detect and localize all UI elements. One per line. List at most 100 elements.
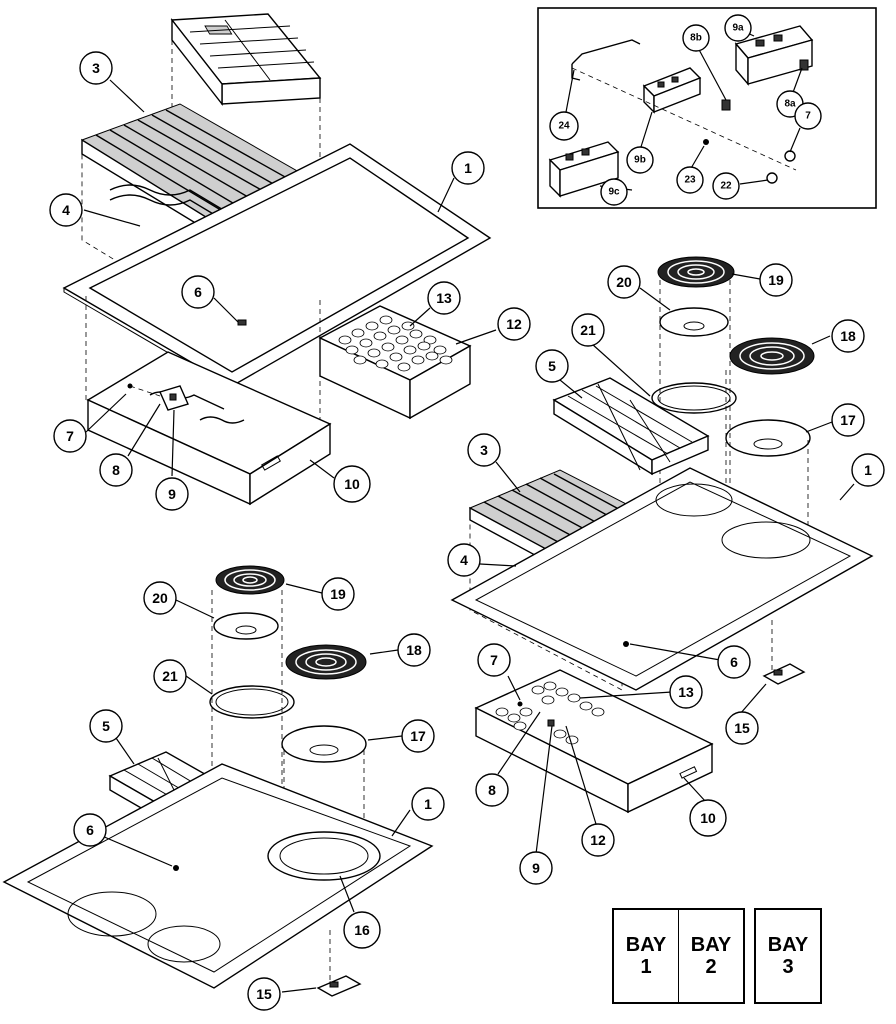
callout-r-4: 4 bbox=[447, 543, 481, 577]
svg-text:12: 12 bbox=[590, 832, 606, 848]
callout-r-15: 15 bbox=[725, 711, 759, 745]
callout-bl-5: 5 bbox=[89, 709, 123, 743]
trim-ring-21-left bbox=[209, 685, 295, 719]
drip-bowl-17-left bbox=[281, 725, 367, 763]
leader-lines bbox=[83, 27, 855, 993]
connector-15-right bbox=[762, 663, 806, 685]
svg-text:20: 20 bbox=[152, 590, 168, 606]
part-23 bbox=[703, 139, 709, 145]
bracket-24 bbox=[571, 39, 641, 65]
svg-text:9b: 9b bbox=[634, 155, 646, 166]
svg-text:20: 20 bbox=[616, 274, 632, 290]
callout-r-12: 12 bbox=[581, 823, 615, 857]
callout-tl-6: 6 bbox=[181, 275, 215, 309]
switch-block-9a bbox=[734, 25, 814, 86]
callout-inset-9c: 9c bbox=[600, 178, 628, 206]
coil-element-19-left bbox=[215, 565, 285, 595]
callout-tl-3: 3 bbox=[79, 51, 113, 85]
rock-tray bbox=[318, 305, 472, 420]
svg-text:1: 1 bbox=[464, 160, 472, 176]
callout-r-13: 13 bbox=[669, 675, 703, 709]
callout-bl-21: 21 bbox=[153, 659, 187, 693]
svg-text:8a: 8a bbox=[784, 99, 796, 110]
part-9-right bbox=[547, 719, 555, 727]
assembly-right bbox=[450, 256, 874, 814]
svg-text:8: 8 bbox=[488, 782, 496, 798]
callout-bl-18: 18 bbox=[397, 633, 431, 667]
svg-text:1: 1 bbox=[424, 796, 432, 812]
bay-3-label: BAY bbox=[767, 934, 809, 956]
svg-text:21: 21 bbox=[162, 668, 178, 684]
assembly-bottom-left bbox=[2, 565, 434, 997]
svg-text:9: 9 bbox=[532, 860, 540, 876]
part-7-right bbox=[517, 701, 523, 707]
vent-grille-5-right bbox=[552, 377, 710, 476]
svg-text:9c: 9c bbox=[608, 187, 620, 198]
svg-text:18: 18 bbox=[840, 328, 856, 344]
burner-opening-16 bbox=[267, 831, 381, 881]
svg-text:10: 10 bbox=[700, 810, 716, 826]
svg-text:12: 12 bbox=[506, 316, 522, 332]
svg-text:17: 17 bbox=[840, 412, 856, 428]
callout-r-9: 9 bbox=[519, 851, 553, 885]
svg-text:6: 6 bbox=[86, 822, 94, 838]
callout-r-21: 21 bbox=[571, 313, 605, 347]
callout-tl-9: 9 bbox=[155, 477, 189, 511]
callout-r-18: 18 bbox=[831, 319, 865, 353]
callout-bl-1: 1 bbox=[411, 787, 445, 821]
callout-inset-9a: 9a bbox=[724, 14, 752, 42]
svg-text:5: 5 bbox=[548, 358, 556, 374]
svg-text:19: 19 bbox=[768, 272, 784, 288]
callout-tl-12: 12 bbox=[497, 307, 531, 341]
callout-bl-6: 6 bbox=[73, 813, 107, 847]
svg-text:7: 7 bbox=[66, 428, 74, 444]
coil-element-18-right bbox=[729, 337, 815, 375]
svg-text:13: 13 bbox=[436, 290, 452, 306]
drip-bowl-20-left bbox=[213, 612, 279, 640]
svg-text:5: 5 bbox=[102, 718, 110, 734]
callout-bl-16: 16 bbox=[343, 911, 381, 949]
switch-block-9c bbox=[548, 141, 620, 198]
cooktop-trim-bottom-left bbox=[2, 763, 434, 989]
callout-inset-24: 24 bbox=[549, 111, 579, 141]
svg-text:7: 7 bbox=[490, 652, 498, 668]
bay-3-number: 3 bbox=[782, 956, 794, 978]
part-7-8-9-cluster bbox=[127, 383, 189, 411]
svg-text:10: 10 bbox=[344, 476, 360, 492]
callout-tl-10: 10 bbox=[333, 465, 371, 503]
bay-1-number: 1 bbox=[640, 956, 652, 978]
svg-text:1: 1 bbox=[864, 462, 872, 478]
callout-bl-17: 17 bbox=[401, 719, 435, 753]
rock-tray-right bbox=[474, 669, 714, 814]
bay-2-label: BAY bbox=[690, 934, 732, 956]
callout-tl-4: 4 bbox=[49, 193, 83, 227]
part-7-inset bbox=[784, 150, 796, 162]
svg-text:23: 23 bbox=[684, 175, 696, 186]
svg-text:4: 4 bbox=[62, 202, 70, 218]
callout-tl-7: 7 bbox=[53, 419, 87, 453]
lava-rocks bbox=[338, 315, 453, 372]
svg-text:21: 21 bbox=[580, 322, 596, 338]
part-6-left bbox=[173, 865, 179, 871]
svg-text:8: 8 bbox=[112, 462, 120, 478]
callout-r-17: 17 bbox=[831, 403, 865, 437]
svg-text:6: 6 bbox=[194, 284, 202, 300]
bay-1-label: BAY bbox=[625, 934, 667, 956]
callout-inset-7: 7 bbox=[794, 102, 822, 130]
svg-text:17: 17 bbox=[410, 728, 426, 744]
part-22 bbox=[766, 172, 778, 184]
svg-text:6: 6 bbox=[730, 654, 738, 670]
callout-r-6: 6 bbox=[717, 645, 751, 679]
coil-element-19-right bbox=[657, 256, 735, 288]
svg-text:22: 22 bbox=[720, 181, 732, 192]
svg-text:19: 19 bbox=[330, 586, 346, 602]
svg-text:13: 13 bbox=[678, 684, 694, 700]
part-8b bbox=[721, 99, 731, 111]
bay-3-box: BAY 3 bbox=[754, 908, 822, 1004]
svg-text:18: 18 bbox=[406, 642, 422, 658]
svg-text:9a: 9a bbox=[732, 23, 744, 34]
svg-text:24: 24 bbox=[558, 121, 570, 132]
callout-r-1: 1 bbox=[851, 453, 885, 487]
drip-bowl-20-right bbox=[659, 307, 729, 337]
